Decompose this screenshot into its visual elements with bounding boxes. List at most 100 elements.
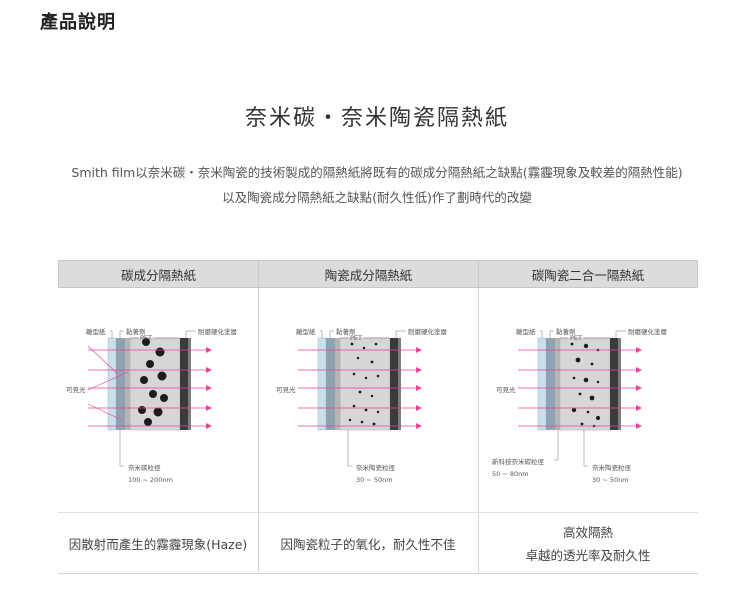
- pet-layer: [116, 338, 125, 430]
- nano-particle: [356, 356, 360, 360]
- label-particle-size: 100 ~ 200nm: [128, 476, 173, 484]
- label-carbon-particle: 新科技奈米碳粒徑: [492, 457, 545, 466]
- row-divider: [58, 512, 698, 513]
- section-title: 產品說明: [40, 12, 116, 33]
- footer-text: 高效隔熱: [562, 525, 613, 540]
- arrow-head-icon: [416, 405, 422, 411]
- arrow-head-icon: [416, 423, 422, 429]
- arrow-head-icon: [416, 385, 422, 391]
- arrow-head-icon: [636, 405, 642, 411]
- nano-particle: [583, 377, 589, 383]
- nano-particle: [352, 372, 356, 376]
- leader-line: [185, 330, 196, 338]
- label-particle-name: 奈米碳粒徑: [128, 463, 161, 472]
- footer-hybrid: 高效隔熱 卓越的透光率及耐久性: [478, 514, 698, 572]
- leader-line: [395, 330, 406, 338]
- nano-particle: [362, 346, 366, 350]
- footer-text: 卓越的透光率及耐久性: [525, 548, 651, 563]
- nano-layer: [129, 337, 181, 431]
- arrow-head-icon: [206, 405, 212, 411]
- scatter-ray: [87, 403, 123, 421]
- nano-particle: [155, 347, 165, 357]
- arrow-head-icon: [206, 423, 212, 429]
- arrow-head-icon: [636, 347, 642, 353]
- release-liner-layer: [107, 337, 117, 431]
- column-divider: [478, 288, 479, 574]
- nano-particle: [590, 362, 594, 366]
- label-visible-light: 可見光: [66, 385, 86, 394]
- nano-particle: [149, 390, 157, 398]
- nano-particle: [138, 406, 146, 414]
- arrow-head-icon: [636, 385, 642, 391]
- leader-line: [615, 330, 626, 338]
- label-hard-coat: 耐磨硬化塗層: [408, 327, 447, 336]
- label-release-liner: 離型紙: [86, 327, 106, 336]
- leader-line: [320, 330, 323, 338]
- label-particle-size: 30 ~ 50nm: [592, 476, 629, 484]
- pet-layer: [326, 338, 335, 430]
- nano-particle: [572, 376, 576, 380]
- label-particle-name: 奈米陶瓷粒徑: [356, 463, 396, 472]
- footer-text: 因陶瓷粒子的氧化，耐久性不佳: [280, 536, 456, 552]
- nano-particle: [144, 418, 152, 426]
- nano-particle: [142, 338, 150, 346]
- label-visible-light: 可見光: [276, 385, 296, 394]
- nano-particle: [575, 357, 581, 363]
- top-coat-layer: [398, 338, 401, 430]
- label-particle-name: 奈米陶瓷粒徑: [592, 463, 632, 472]
- nano-particle: [578, 392, 582, 396]
- adhesive-layer: [555, 338, 560, 430]
- nano-particle: [360, 420, 364, 424]
- nano-particle: [372, 422, 376, 426]
- nano-particle: [146, 360, 154, 368]
- release-liner-layer: [537, 337, 547, 431]
- arrow-head-icon: [636, 423, 642, 429]
- leader-line: [347, 430, 352, 467]
- column-header-carbon: 碳成分隔熱紙: [58, 260, 259, 288]
- nano-particle: [571, 407, 577, 413]
- main-title: 奈米碳・奈米陶瓷隔熱紙: [244, 106, 509, 131]
- label-adhesive: 黏著劑: [126, 327, 146, 336]
- leader-line: [119, 330, 124, 338]
- hard-coat-layer: [610, 338, 618, 430]
- nano-particle: [376, 374, 380, 378]
- footer-carbon: 因散射而產生的霧霾現象(Haze): [58, 514, 258, 572]
- pet-layer: [546, 338, 555, 430]
- label-release-liner: 離型紙: [516, 327, 536, 336]
- nano-particle: [580, 422, 584, 426]
- label-particle-size: 30 ~ 50nm: [356, 476, 393, 484]
- table-bottom-rule: [58, 573, 698, 574]
- nano-particle: [160, 394, 168, 402]
- nano-particle: [350, 342, 354, 346]
- label-adhesive: 黏著劑: [556, 327, 576, 336]
- label-hard-coat: 耐磨硬化塗層: [198, 327, 237, 336]
- label-release-liner: 離型紙: [296, 327, 316, 336]
- nano-layer: [339, 337, 391, 431]
- column-divider: [258, 288, 259, 574]
- nano-particle: [153, 407, 163, 417]
- hybrid-film-diagram: 離型紙黏著劑PET耐磨硬化塗層可見光新科技奈米碳粒徑50 ~ 80nm奈米陶瓷粒…: [492, 327, 667, 484]
- leader-line: [119, 430, 124, 467]
- intro-line-2: 以及陶瓷成分隔熱紙之缺點(耐久性低)作了劃時代的改變: [222, 190, 532, 205]
- label-carbon-size: 50 ~ 80nm: [492, 470, 529, 478]
- hard-coat-layer: [180, 338, 188, 430]
- nano-particle: [140, 376, 148, 384]
- scatter-ray: [87, 371, 129, 391]
- arrow-head-icon: [416, 367, 422, 373]
- nano-particle: [157, 371, 167, 381]
- nano-particle: [586, 410, 590, 414]
- carbon-film-diagram: 離型紙黏著劑PET耐磨硬化塗層可見光奈米碳粒徑100 ~ 200nm: [66, 327, 237, 484]
- adhesive-layer: [335, 338, 340, 430]
- footer-ceramic: 因陶瓷粒子的氧化，耐久性不佳: [258, 514, 478, 572]
- top-coat-layer: [188, 338, 191, 430]
- nano-particle: [596, 380, 600, 384]
- ceramic-film-diagram: 離型紙黏著劑PET耐磨硬化塗層可見光奈米陶瓷粒徑30 ~ 50nm: [276, 327, 447, 484]
- arrow-head-icon: [206, 347, 212, 353]
- nano-particle: [583, 343, 589, 349]
- footer-text: 因散射而產生的霧霾現象(Haze): [68, 536, 248, 552]
- column-header-hybrid: 碳陶瓷二合一隔熱紙: [478, 260, 698, 288]
